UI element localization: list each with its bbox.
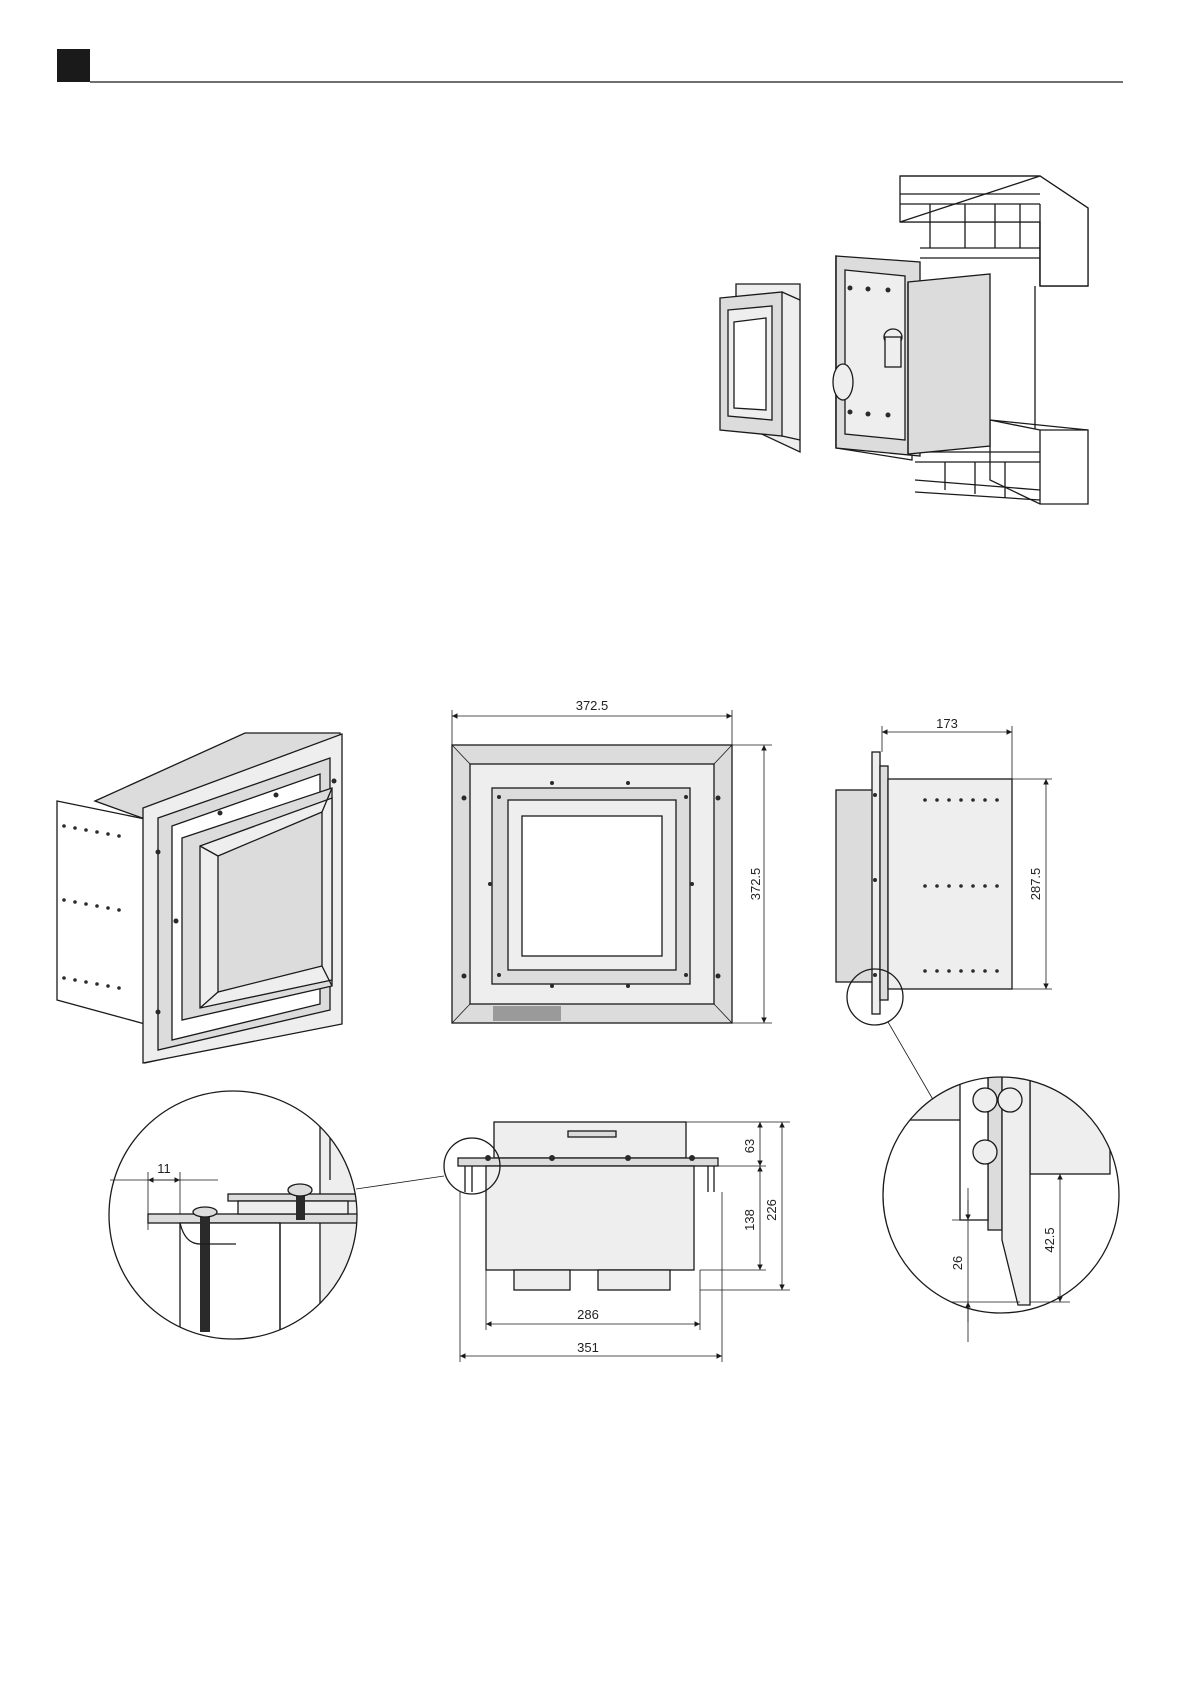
label-plate [493, 1006, 561, 1021]
side-view: 173 287.5 [836, 716, 1052, 1103]
dim-top-inner-width: 286 [577, 1307, 599, 1322]
front-view: 372.5 372.5 [452, 698, 772, 1023]
dim-side-depth: 173 [936, 716, 958, 731]
dim-front-width: 372.5 [576, 698, 609, 713]
detail-right: 26 42.5 [880, 1060, 1119, 1342]
back-box [833, 256, 990, 460]
top-view: 63 138 226 286 351 [356, 1122, 790, 1362]
dim-top-outer-width: 351 [577, 1340, 599, 1355]
detail-left: 11 [109, 1091, 368, 1343]
dim-side-height: 287.5 [1028, 868, 1043, 901]
dim-detail-right-a: 26 [950, 1256, 965, 1270]
wall-installation-illustration [720, 176, 1088, 504]
dim-top-flange: 63 [742, 1139, 757, 1153]
dim-top-total: 226 [764, 1199, 779, 1221]
isometric-product-view [57, 733, 342, 1063]
page-header [57, 49, 1123, 82]
section-marker [57, 49, 90, 82]
dim-detail-left: 11 [157, 1161, 171, 1176]
dim-front-height: 372.5 [748, 868, 763, 901]
dim-detail-right-b: 42.5 [1042, 1227, 1057, 1252]
front-frame [720, 284, 800, 452]
dim-top-body: 138 [742, 1209, 757, 1231]
